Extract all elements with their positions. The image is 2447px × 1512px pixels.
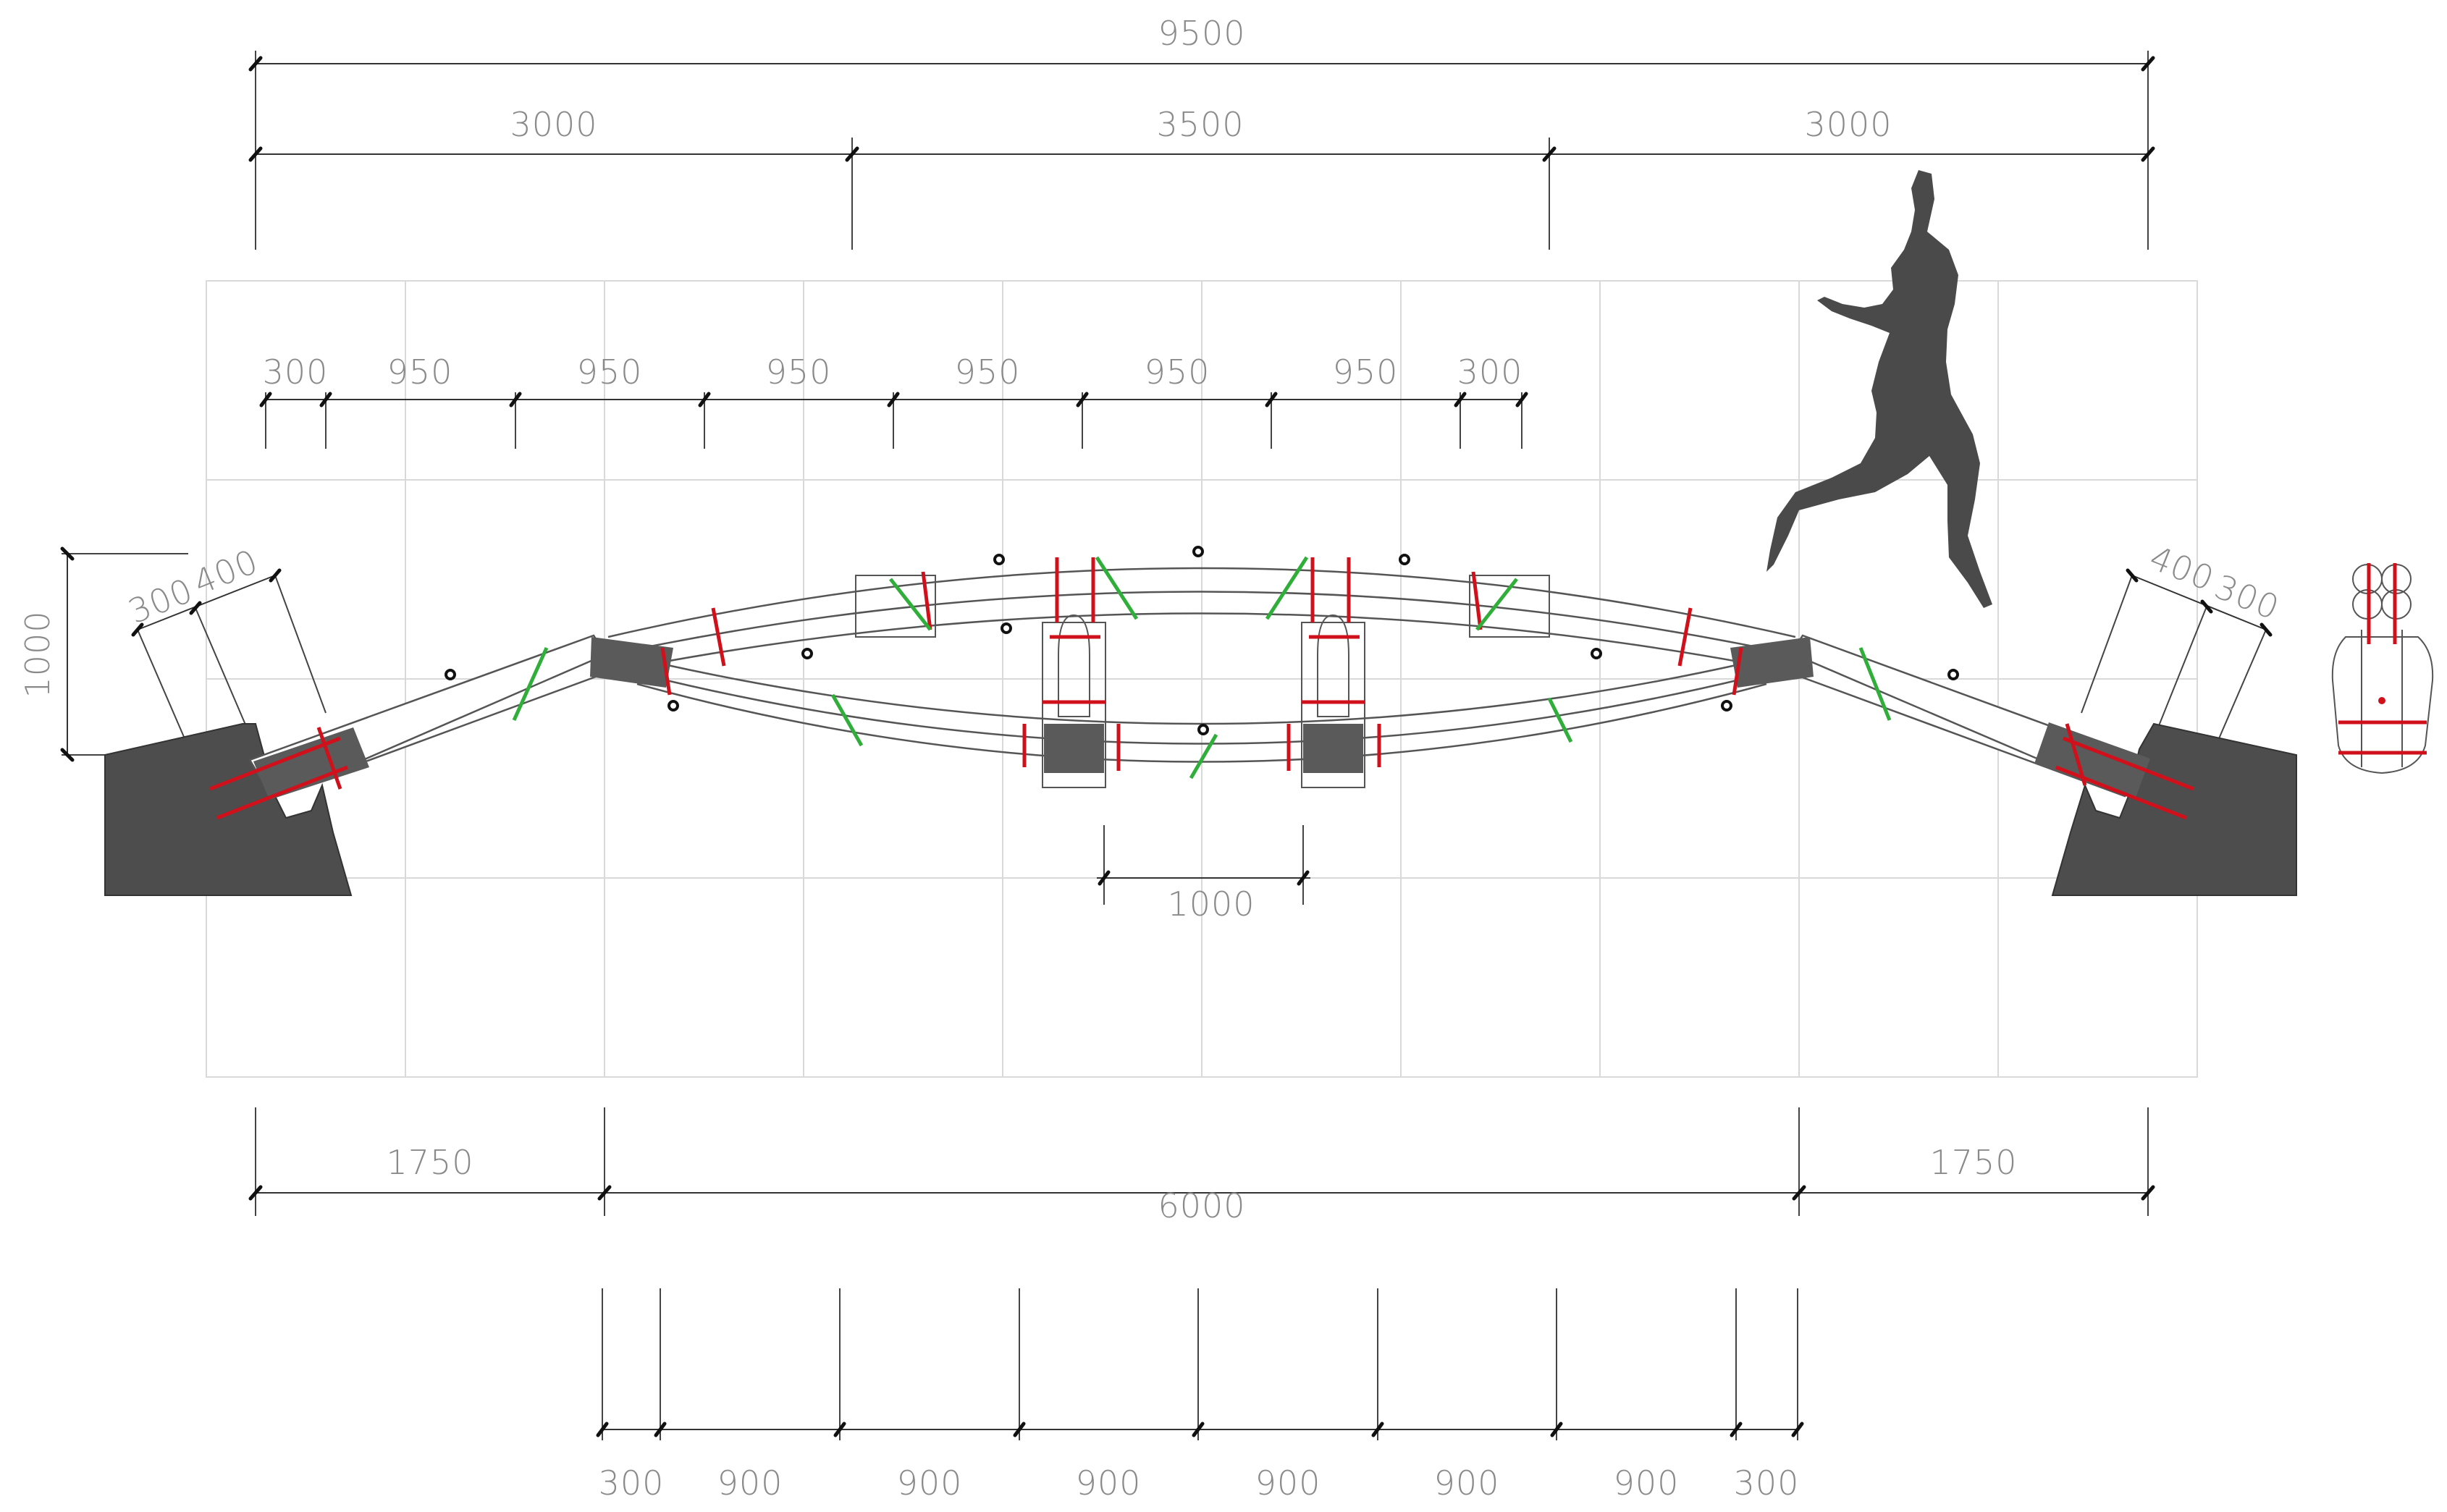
dimension-label: 300 [263, 352, 329, 392]
dimension-label: 1750 [386, 1143, 473, 1182]
central-lens-truss [607, 567, 1796, 763]
dimension-label: 950 [1333, 352, 1399, 392]
dimension-label: 300 [1734, 1464, 1800, 1503]
dimension-label: 900 [1076, 1464, 1142, 1503]
dimension-label: 950 [955, 352, 1021, 392]
dimension-label: 950 [766, 352, 832, 392]
dimension-top-segments: 3000 3500 3000 [248, 105, 2155, 250]
green-braces [830, 556, 1573, 780]
dimension-label: 300 [599, 1464, 665, 1503]
dimension-label: 3000 [510, 105, 597, 144]
dimension-label: 900 [717, 1464, 783, 1503]
dimension-label: 950 [1145, 352, 1210, 392]
dimension-label: 900 [897, 1464, 963, 1503]
dimension-label: 900 [1434, 1464, 1500, 1503]
dimension-label: 6000 [1158, 1186, 1245, 1225]
dimension-label: 900 [1255, 1464, 1321, 1503]
dimension-label: 1000 [1167, 884, 1255, 924]
dimension-upper-spacing: 300 950 950 950 950 950 950 300 [259, 352, 1528, 449]
truss-connector-blocks [590, 575, 1814, 788]
dimension-label: 300 [2210, 567, 2285, 628]
dimension-label: 950 [387, 352, 453, 392]
dimension-bottom-spacing: 300 900 900 900 900 900 900 300 [596, 1288, 1804, 1503]
dimension-label: 300 [123, 570, 198, 631]
dimension-top-total: 9500 [248, 14, 2155, 250]
dimension-label: 1750 [1929, 1143, 2017, 1182]
left-abutment [104, 723, 353, 896]
left-approach-beam [209, 634, 617, 820]
dimension-label: 900 [1614, 1464, 1680, 1503]
dimension-label: 400 [188, 541, 264, 602]
dimension-label: 950 [577, 352, 643, 392]
dimension-height: 1000 [18, 546, 188, 762]
dimension-label: 3000 [1804, 105, 1892, 144]
dimension-center-gap: 1000 [1097, 825, 1310, 924]
truss-nodes [445, 546, 1959, 735]
dimension-label: 300 [1457, 352, 1523, 392]
right-approach-beam [1780, 634, 2194, 820]
dimension-label: 3500 [1156, 105, 1244, 144]
dimension-label: 9500 [1158, 14, 1245, 53]
dimension-label: 400 [2144, 538, 2220, 599]
red-connectors [660, 557, 1743, 771]
dimension-label: 1000 [18, 610, 57, 698]
dimension-bottom-spans: 1750 6000 1750 [248, 1107, 2155, 1225]
jumping-person-silhouette [1766, 170, 1992, 608]
cross-section-detail [2331, 563, 2434, 774]
